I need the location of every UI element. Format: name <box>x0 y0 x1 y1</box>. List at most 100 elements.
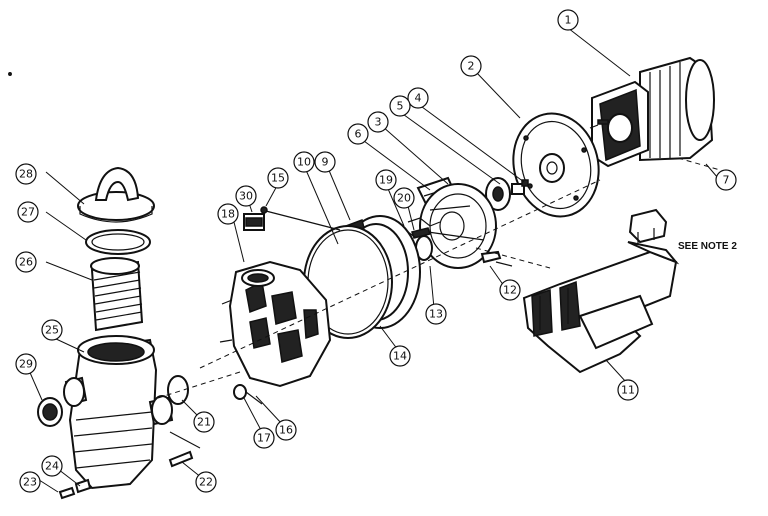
callout-number: 14 <box>393 350 407 363</box>
callout-3: 3 <box>367 111 389 133</box>
callout-number: 25 <box>45 324 59 337</box>
callout-14: 14 <box>389 345 411 367</box>
callout-number: 15 <box>271 172 285 185</box>
callout-circle <box>193 411 215 433</box>
callout-19: 19 <box>375 169 397 191</box>
callout-12: 12 <box>499 279 521 301</box>
callout-25: 25 <box>41 319 63 341</box>
union-fitting <box>37 397 63 427</box>
callout-number: 30 <box>239 190 253 203</box>
callout-number: 22 <box>199 476 213 489</box>
callout-4: 4 <box>407 87 429 109</box>
callout-18: 18 <box>217 203 239 225</box>
callout-number: 23 <box>23 476 37 489</box>
callout-20: 20 <box>393 187 415 209</box>
pump-body <box>219 260 332 388</box>
callout-circle <box>375 169 397 191</box>
callout-circle <box>17 201 39 223</box>
callout-number: 5 <box>397 100 404 113</box>
see-note-label: SEE NOTE 2 <box>678 241 737 252</box>
callout-circle <box>253 427 275 449</box>
callout-number: 7 <box>723 174 730 187</box>
callout-5: 5 <box>389 95 411 117</box>
callout-circle <box>267 167 289 189</box>
callout-11: 11 <box>617 379 639 401</box>
callout-7: 7 <box>715 169 737 191</box>
motor-support <box>522 241 680 374</box>
callout-circle <box>460 55 482 77</box>
callout-circle <box>425 303 447 325</box>
callout-10: 10 <box>293 151 315 173</box>
callout-number: 24 <box>45 460 59 473</box>
callout-15: 15 <box>267 167 289 189</box>
callout-circle <box>389 345 411 367</box>
callout-circle <box>41 319 63 341</box>
callout-2: 2 <box>460 55 482 77</box>
motor <box>589 56 715 168</box>
callout-number: 2 <box>468 60 475 73</box>
lid-o-ring <box>85 229 151 255</box>
bolts <box>58 450 194 500</box>
callout-6: 6 <box>347 123 369 145</box>
callout-number: 29 <box>19 358 33 371</box>
callout-circle <box>407 87 429 109</box>
callout-26: 26 <box>15 251 37 273</box>
callout-16: 16 <box>275 419 297 441</box>
callout-number: 12 <box>503 284 517 297</box>
callout-22: 22 <box>195 471 217 493</box>
callout-number: 28 <box>19 168 33 181</box>
callout-circle <box>275 419 297 441</box>
callout-circle <box>217 203 239 225</box>
callout-number: 11 <box>621 384 635 397</box>
callout-number: 16 <box>279 424 293 437</box>
callout-layer: 1234567910111213141516171819202122232425… <box>15 9 737 493</box>
callout-circle <box>499 279 521 301</box>
drain-plug <box>243 206 341 231</box>
callout-30: 30 <box>235 185 257 207</box>
callout-circle <box>195 471 217 493</box>
callout-28: 28 <box>15 163 37 185</box>
callout-circle <box>293 151 315 173</box>
callout-circle <box>557 9 579 31</box>
callout-13: 13 <box>425 303 447 325</box>
callout-circle <box>41 455 63 477</box>
note-part <box>628 208 668 244</box>
diffuser <box>419 183 513 269</box>
callout-number: 3 <box>375 116 382 129</box>
callout-number: 19 <box>379 174 393 187</box>
callout-number: 26 <box>19 256 33 269</box>
callout-number: 6 <box>355 128 362 141</box>
callout-21: 21 <box>193 411 215 433</box>
callout-number: 18 <box>221 208 235 221</box>
callout-circle <box>617 379 639 401</box>
callout-9: 9 <box>314 151 336 173</box>
callout-number: 20 <box>397 192 411 205</box>
callout-circle <box>15 353 37 375</box>
strainer-basket <box>90 257 144 332</box>
callout-circle <box>314 151 336 173</box>
callout-1: 1 <box>557 9 579 31</box>
callout-24: 24 <box>41 455 63 477</box>
strainer-lid <box>77 166 155 223</box>
callout-circle <box>235 185 257 207</box>
callout-circle <box>347 123 369 145</box>
callout-29: 29 <box>15 353 37 375</box>
strainer-pot <box>63 335 174 490</box>
callout-circle <box>15 251 37 273</box>
port-gasket <box>167 375 189 405</box>
callout-23: 23 <box>19 471 41 493</box>
callout-17: 17 <box>253 427 275 449</box>
callout-circle <box>367 111 389 133</box>
callout-number: 9 <box>322 156 329 169</box>
callout-circle <box>393 187 415 209</box>
callout-number: 1 <box>565 14 572 27</box>
callout-number: 13 <box>429 308 443 321</box>
callout-number: 4 <box>415 92 422 105</box>
callout-circle <box>389 95 411 117</box>
callout-number: 17 <box>257 432 271 445</box>
callout-circle <box>15 163 37 185</box>
callout-circle <box>19 471 41 493</box>
callout-circle <box>715 169 737 191</box>
